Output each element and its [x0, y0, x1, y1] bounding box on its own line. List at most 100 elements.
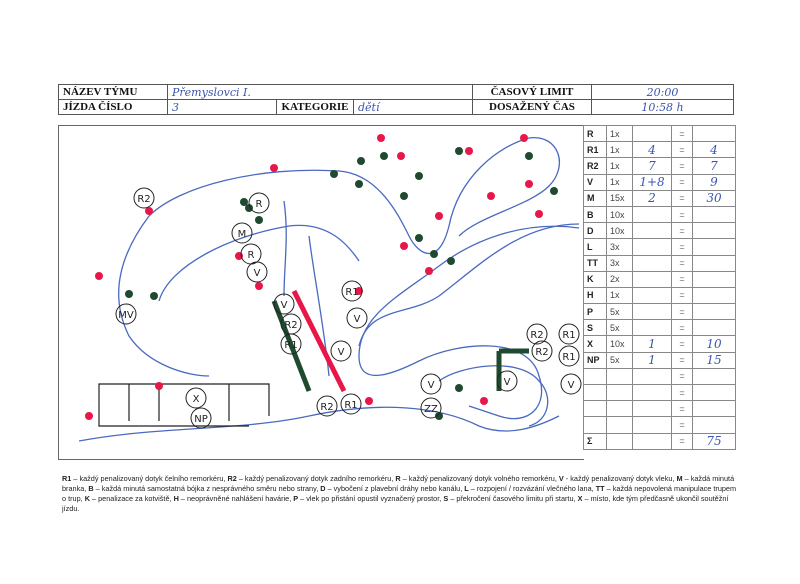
penalty-mark-label: R2: [137, 194, 150, 205]
green-buoy: [150, 292, 158, 300]
row-total: [692, 319, 736, 337]
penalty-mark-label: R2: [530, 330, 543, 341]
penalty-mark: R2: [531, 340, 553, 362]
green-buoy: [355, 180, 363, 188]
row-total: [692, 367, 736, 386]
multiplier: 5x: [606, 303, 633, 321]
penalty-mark: V: [496, 370, 518, 392]
equals-sign: =: [671, 270, 693, 288]
legend-text: – každá nepovolená manipulace trupem o t…: [62, 484, 737, 503]
count-value: [632, 319, 672, 337]
row-total: 9: [692, 173, 736, 191]
score-row: =: [583, 416, 736, 434]
penalty-mark-label: V: [504, 377, 511, 388]
multiplier: 3x: [606, 254, 633, 272]
multiplier: 1x: [606, 286, 633, 305]
legend-code: D: [320, 484, 326, 493]
equals-sign: =: [671, 173, 693, 191]
row-total: 4: [692, 141, 736, 159]
count-value: 2: [632, 189, 672, 207]
penalty-mark: NP: [190, 407, 212, 429]
penalty-mark-label: NP: [194, 414, 208, 425]
green-buoy: [330, 170, 338, 178]
legend-code: R: [395, 474, 401, 483]
red-buoy: [145, 207, 153, 215]
equals-sign: =: [671, 303, 693, 321]
penalty-mark-label: R2: [320, 402, 333, 413]
multiplier: [606, 383, 633, 402]
green-buoy: [357, 157, 365, 165]
legend-code: H: [173, 494, 179, 503]
penalty-mark: V: [246, 261, 268, 283]
equals-sign: =: [671, 432, 693, 450]
legend-text: – penalizace za kotviště,: [90, 494, 174, 503]
multiplier: [606, 367, 633, 386]
legend-code: L: [464, 484, 469, 493]
red-buoy: [155, 382, 163, 390]
penalty-mark: V: [273, 293, 295, 315]
count-value: [632, 383, 672, 402]
equals-sign: =: [671, 254, 693, 272]
team-label: NÁZEV TÝMU: [58, 84, 168, 100]
penalty-code: [583, 416, 607, 434]
count-value: [632, 400, 672, 418]
time-limit-label: ČASOVÝ LIMIT: [472, 84, 592, 100]
equals-sign: =: [671, 141, 693, 159]
equals-sign: =: [671, 189, 693, 207]
count-value: [632, 367, 672, 386]
equals-sign: =: [671, 319, 693, 337]
penalty-code: K: [583, 270, 607, 288]
equals-sign: =: [671, 367, 693, 386]
penalty-mark-label: R1: [345, 287, 358, 298]
penalty-mark-label: V: [428, 380, 435, 391]
penalty-mark: R2: [316, 395, 338, 417]
count-value: [632, 254, 672, 272]
ride-label: JÍZDA ČÍSLO: [58, 99, 168, 115]
penalty-mark-label: R1: [344, 400, 357, 411]
row-total: [692, 286, 736, 305]
red-buoy: [465, 147, 473, 155]
penalty-mark-label: X: [193, 394, 200, 405]
penalty-mark: R: [240, 243, 262, 265]
multiplier: [606, 432, 633, 450]
penalty-mark-label: ZZ: [424, 404, 438, 415]
equals-sign: =: [671, 416, 693, 434]
ride-value: 3: [167, 99, 277, 115]
achieved-time-value: 10:58 h: [591, 99, 734, 115]
green-buoy: [380, 152, 388, 160]
legend-text: – neoprávněné nahlášení havárie,: [178, 494, 294, 503]
score-row: =: [583, 400, 736, 418]
equals-sign: =: [671, 351, 693, 369]
row-total: 30: [692, 189, 736, 207]
red-buoy: [487, 192, 495, 200]
penalty-code: B: [583, 205, 607, 224]
green-buoy: [455, 384, 463, 392]
red-buoy: [355, 287, 363, 295]
legend-code: R1: [62, 474, 72, 483]
row-total: [692, 270, 736, 288]
equals-sign: =: [671, 124, 693, 143]
penalty-code: R1: [583, 141, 607, 159]
multiplier: 5x: [606, 319, 633, 337]
count-value: 1+8: [632, 173, 672, 191]
penalty-code: S: [583, 319, 607, 337]
penalty-mark: R2: [133, 187, 155, 209]
legend-text: – každý penalizovaný dotyk volného remor…: [400, 474, 559, 483]
team-value: Přemyslovci I.: [167, 84, 473, 100]
red-buoy: [435, 212, 443, 220]
penalty-mark-label: V: [281, 300, 288, 311]
penalty-code: P: [583, 303, 607, 321]
count-value: [632, 432, 672, 450]
row-total: 75: [692, 432, 736, 450]
multiplier: 15x: [606, 189, 633, 207]
green-buoy: [415, 172, 423, 180]
legend-code: S: [443, 494, 449, 503]
penalty-mark: MV: [115, 303, 137, 325]
penalty-code: Σ: [583, 432, 607, 450]
